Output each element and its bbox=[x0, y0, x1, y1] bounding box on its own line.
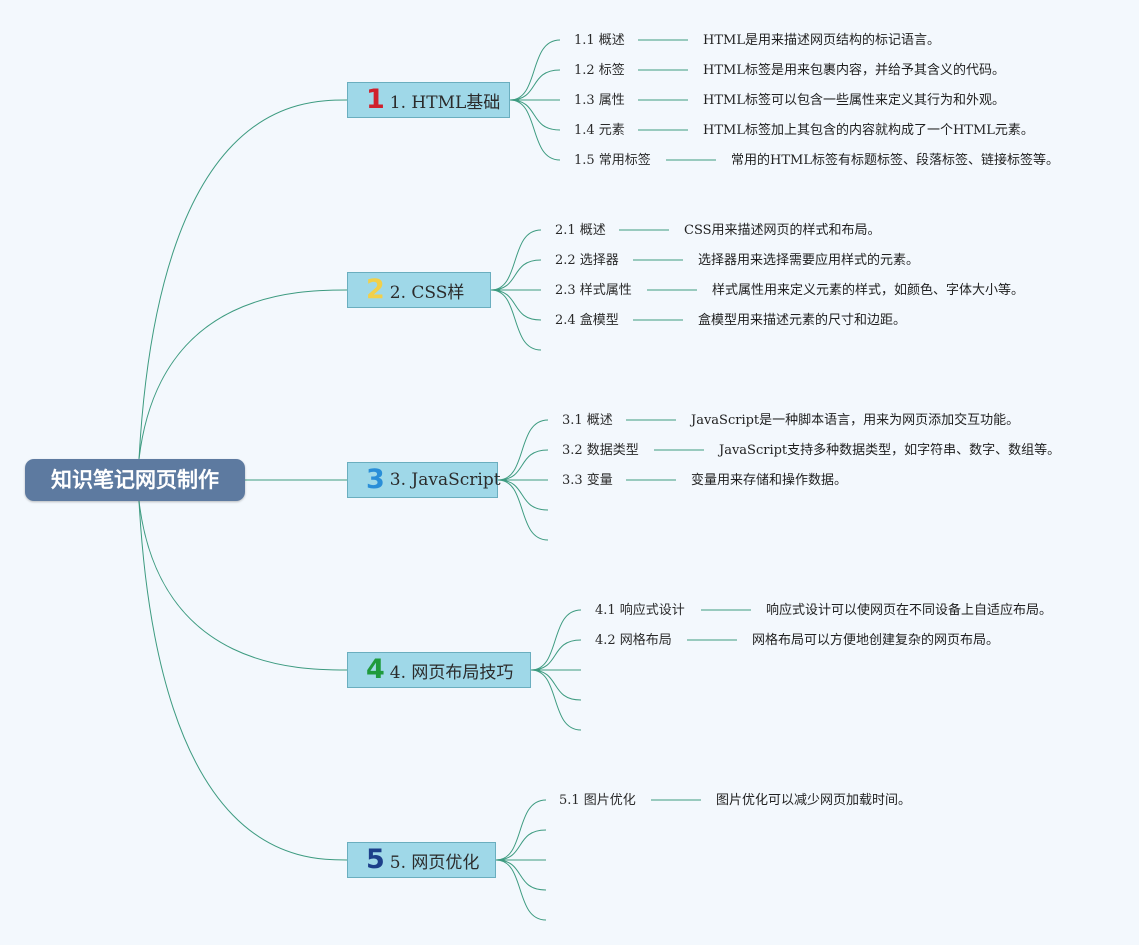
connector-branch-2-4 bbox=[490, 289, 542, 321]
subtopic-1-3[interactable]: 1.3 属性 bbox=[574, 93, 625, 108]
topic-label: 4. 网页布局技巧 bbox=[389, 662, 514, 683]
subtopic-2-1[interactable]: 2.1 概述 bbox=[555, 223, 606, 238]
connector-branch-1-1 bbox=[509, 39, 561, 101]
subtopic-2-4[interactable]: 2.4 盒模型 bbox=[555, 313, 619, 328]
connector-branch-3-4 bbox=[497, 479, 549, 511]
subtopic-4-2[interactable]: 4.2 网格布局 bbox=[595, 633, 672, 648]
topic-label: 5. 网页优化 bbox=[389, 852, 480, 873]
subtopic-3-3[interactable]: 3.3 变量 bbox=[562, 473, 613, 488]
topic-label: 1. HTML基础 bbox=[389, 92, 501, 113]
topic-css[interactable]: 2 2. CSS样 bbox=[347, 272, 491, 308]
root-node[interactable]: 知识笔记网页制作 bbox=[25, 459, 245, 501]
subtopic-1-1[interactable]: 1.1 概述 bbox=[574, 33, 625, 48]
number-3-icon: 3 bbox=[366, 464, 385, 495]
subtopic-1-4-desc: HTML标签加上其包含的内容就构成了一个HTML元素。 bbox=[703, 123, 1034, 138]
number-1-icon: 1 bbox=[366, 84, 385, 115]
subtopic-3-1[interactable]: 3.1 概述 bbox=[562, 413, 613, 428]
connector-branch-4-5 bbox=[530, 669, 582, 731]
topic-optimization[interactable]: 5 5. 网页优化 bbox=[347, 842, 496, 878]
connector-branch-5-5 bbox=[495, 859, 547, 921]
subtopic-1-4[interactable]: 1.4 元素 bbox=[574, 123, 625, 138]
topic-html-basics[interactable]: 1 1. HTML基础 bbox=[347, 82, 510, 118]
subtopic-1-2-desc: HTML标签是用来包裹内容，并给予其含义的代码。 bbox=[703, 63, 1005, 78]
connector-branch-2-5 bbox=[490, 289, 542, 351]
connector-branch-1-4 bbox=[509, 99, 561, 131]
connector-branch-5-2 bbox=[495, 829, 547, 861]
subtopic-3-3-desc: 变量用来存储和操作数据。 bbox=[691, 473, 848, 488]
topic-layout-tips[interactable]: 4 4. 网页布局技巧 bbox=[347, 652, 531, 688]
subtopic-5-1[interactable]: 5.1 图片优化 bbox=[559, 793, 636, 808]
topic-label: 2. CSS样 bbox=[389, 282, 465, 303]
subtopic-1-2[interactable]: 1.2 标签 bbox=[574, 63, 625, 78]
subtopic-3-1-desc: JavaScript是一种脚本语言，用来为网页添加交互功能。 bbox=[691, 413, 1020, 428]
connector-branch-5-1 bbox=[495, 799, 547, 861]
connector-root-topic-2 bbox=[138, 289, 348, 460]
topic-javascript[interactable]: 3 3. JavaScript bbox=[347, 462, 501, 498]
subtopic-2-3[interactable]: 2.3 样式属性 bbox=[555, 283, 632, 298]
subtopic-2-3-desc: 样式属性用来定义元素的样式，如颜色、字体大小等。 bbox=[712, 283, 1025, 298]
subtopic-2-2[interactable]: 2.2 选择器 bbox=[555, 253, 619, 268]
connector-branch-4-4 bbox=[530, 669, 582, 701]
connector-branch-5-4 bbox=[495, 859, 547, 891]
subtopic-1-5-desc: 常用的HTML标签有标题标签、段落标签、链接标签等。 bbox=[731, 153, 1059, 168]
subtopic-3-2-desc: JavaScript支持多种数据类型，如字符串、数字、数组等。 bbox=[719, 443, 1061, 458]
connector-branch-2-1 bbox=[490, 229, 542, 291]
connector-branch-3-5 bbox=[497, 479, 549, 541]
subtopic-1-3-desc: HTML标签可以包含一些属性来定义其行为和外观。 bbox=[703, 93, 1005, 108]
subtopic-1-1-desc: HTML是用来描述网页结构的标记语言。 bbox=[703, 33, 940, 48]
subtopic-1-5[interactable]: 1.5 常用标签 bbox=[574, 153, 651, 168]
number-5-icon: 5 bbox=[366, 844, 385, 875]
subtopic-4-1[interactable]: 4.1 响应式设计 bbox=[595, 603, 685, 618]
subtopic-2-2-desc: 选择器用来选择需要应用样式的元素。 bbox=[698, 253, 920, 268]
topic-label: 3. JavaScript bbox=[389, 470, 501, 490]
connector-root-topic-5 bbox=[138, 500, 348, 861]
number-2-icon: 2 bbox=[366, 274, 385, 305]
subtopic-5-1-desc: 图片优化可以减少网页加载时间。 bbox=[716, 793, 912, 808]
connector-branch-2-2 bbox=[490, 259, 542, 291]
connector-branch-3-1 bbox=[497, 419, 549, 481]
connector-root-topic-4 bbox=[138, 500, 348, 671]
subtopic-4-1-desc: 响应式设计可以使网页在不同设备上自适应布局。 bbox=[766, 603, 1053, 618]
connector-branch-4-2 bbox=[530, 639, 582, 671]
subtopic-2-1-desc: CSS用来描述网页的样式和布局。 bbox=[684, 223, 881, 238]
connector-root-topic-1 bbox=[138, 99, 348, 460]
connector-branch-1-2 bbox=[509, 69, 561, 101]
subtopic-2-4-desc: 盒模型用来描述元素的尺寸和边距。 bbox=[698, 313, 907, 328]
number-4-icon: 4 bbox=[366, 654, 385, 685]
connector-branch-1-5 bbox=[509, 99, 561, 161]
subtopic-3-2[interactable]: 3.2 数据类型 bbox=[562, 443, 639, 458]
subtopic-4-2-desc: 网格布局可以方便地创建复杂的网页布局。 bbox=[752, 633, 1000, 648]
connector-branch-4-1 bbox=[530, 609, 582, 671]
connector-branch-3-2 bbox=[497, 449, 549, 481]
